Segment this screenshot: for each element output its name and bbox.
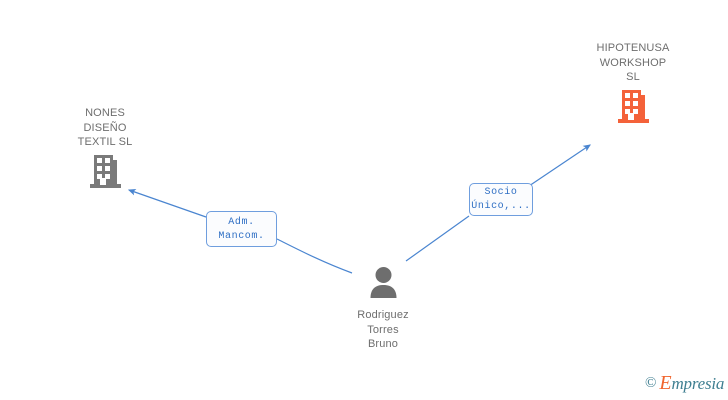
building-icon	[89, 154, 121, 188]
empresia-watermark: © Empresia	[645, 372, 725, 394]
empresia-logo-initial: E	[659, 372, 672, 394]
edge-socio-label-to-hipotenusa	[528, 144, 591, 187]
edge-label-adm-mancom[interactable]: Adm. Mancom.	[206, 211, 277, 247]
edge-adm-label-to-nones	[127, 188, 207, 218]
edge-label-socio-unico[interactable]: Socio Único,...	[469, 183, 533, 216]
edge-person-to-socio-label	[405, 215, 470, 262]
building-icon	[617, 89, 649, 123]
company-name-hipotenusa: HIPOTENUSA WORKSHOP SL	[596, 42, 670, 83]
person-node-rodriguez-torres-bruno[interactable]: Rodriguez Torres Bruno	[308, 266, 458, 352]
empresia-logo-text: Empresia	[659, 372, 725, 394]
person-icon	[370, 267, 396, 298]
company-node-nones[interactable]: NONES DISEÑO TEXTIL SL	[30, 106, 180, 192]
person-name: Rodriguez Torres Bruno	[357, 309, 409, 350]
company-node-hipotenusa[interactable]: HIPOTENUSA WORKSHOP SL	[558, 41, 708, 127]
person-icon-wrap	[308, 266, 458, 302]
empresia-logo-rest: mpresia	[671, 374, 725, 393]
company-icon-wrap-hipotenusa	[558, 89, 708, 127]
company-icon-wrap-nones	[30, 154, 180, 192]
company-name-nones: NONES DISEÑO TEXTIL SL	[77, 107, 133, 148]
copyright-icon: ©	[645, 375, 657, 391]
